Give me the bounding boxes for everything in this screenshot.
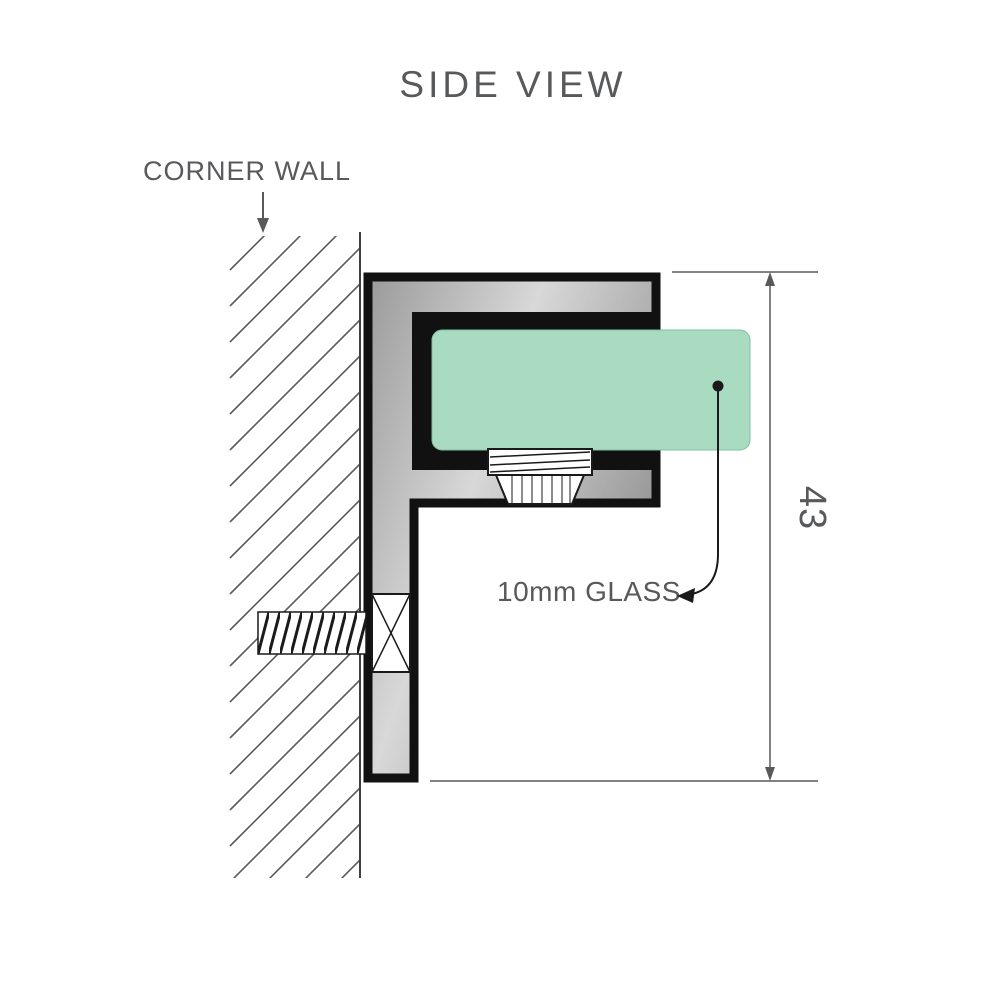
leader-arrow-icon	[677, 588, 695, 603]
page-title: SIDE VIEW	[399, 64, 626, 105]
wall-hatching	[229, 236, 360, 878]
dimension-arrow-up-icon	[765, 272, 775, 286]
corner-wall-arrow-icon	[257, 192, 269, 233]
glass-leader-line	[677, 380, 724, 603]
glass-panel	[431, 329, 751, 451]
dimension-label: 43	[791, 486, 833, 530]
wall-screw	[257, 593, 411, 673]
corner-wall-label: CORNER WALL	[143, 156, 351, 186]
dimension-arrow-down-icon	[765, 767, 775, 781]
grub-screw	[487, 448, 593, 505]
dimension-43	[430, 271, 818, 782]
glass-callout-label: 10mm GLASS	[497, 576, 681, 607]
